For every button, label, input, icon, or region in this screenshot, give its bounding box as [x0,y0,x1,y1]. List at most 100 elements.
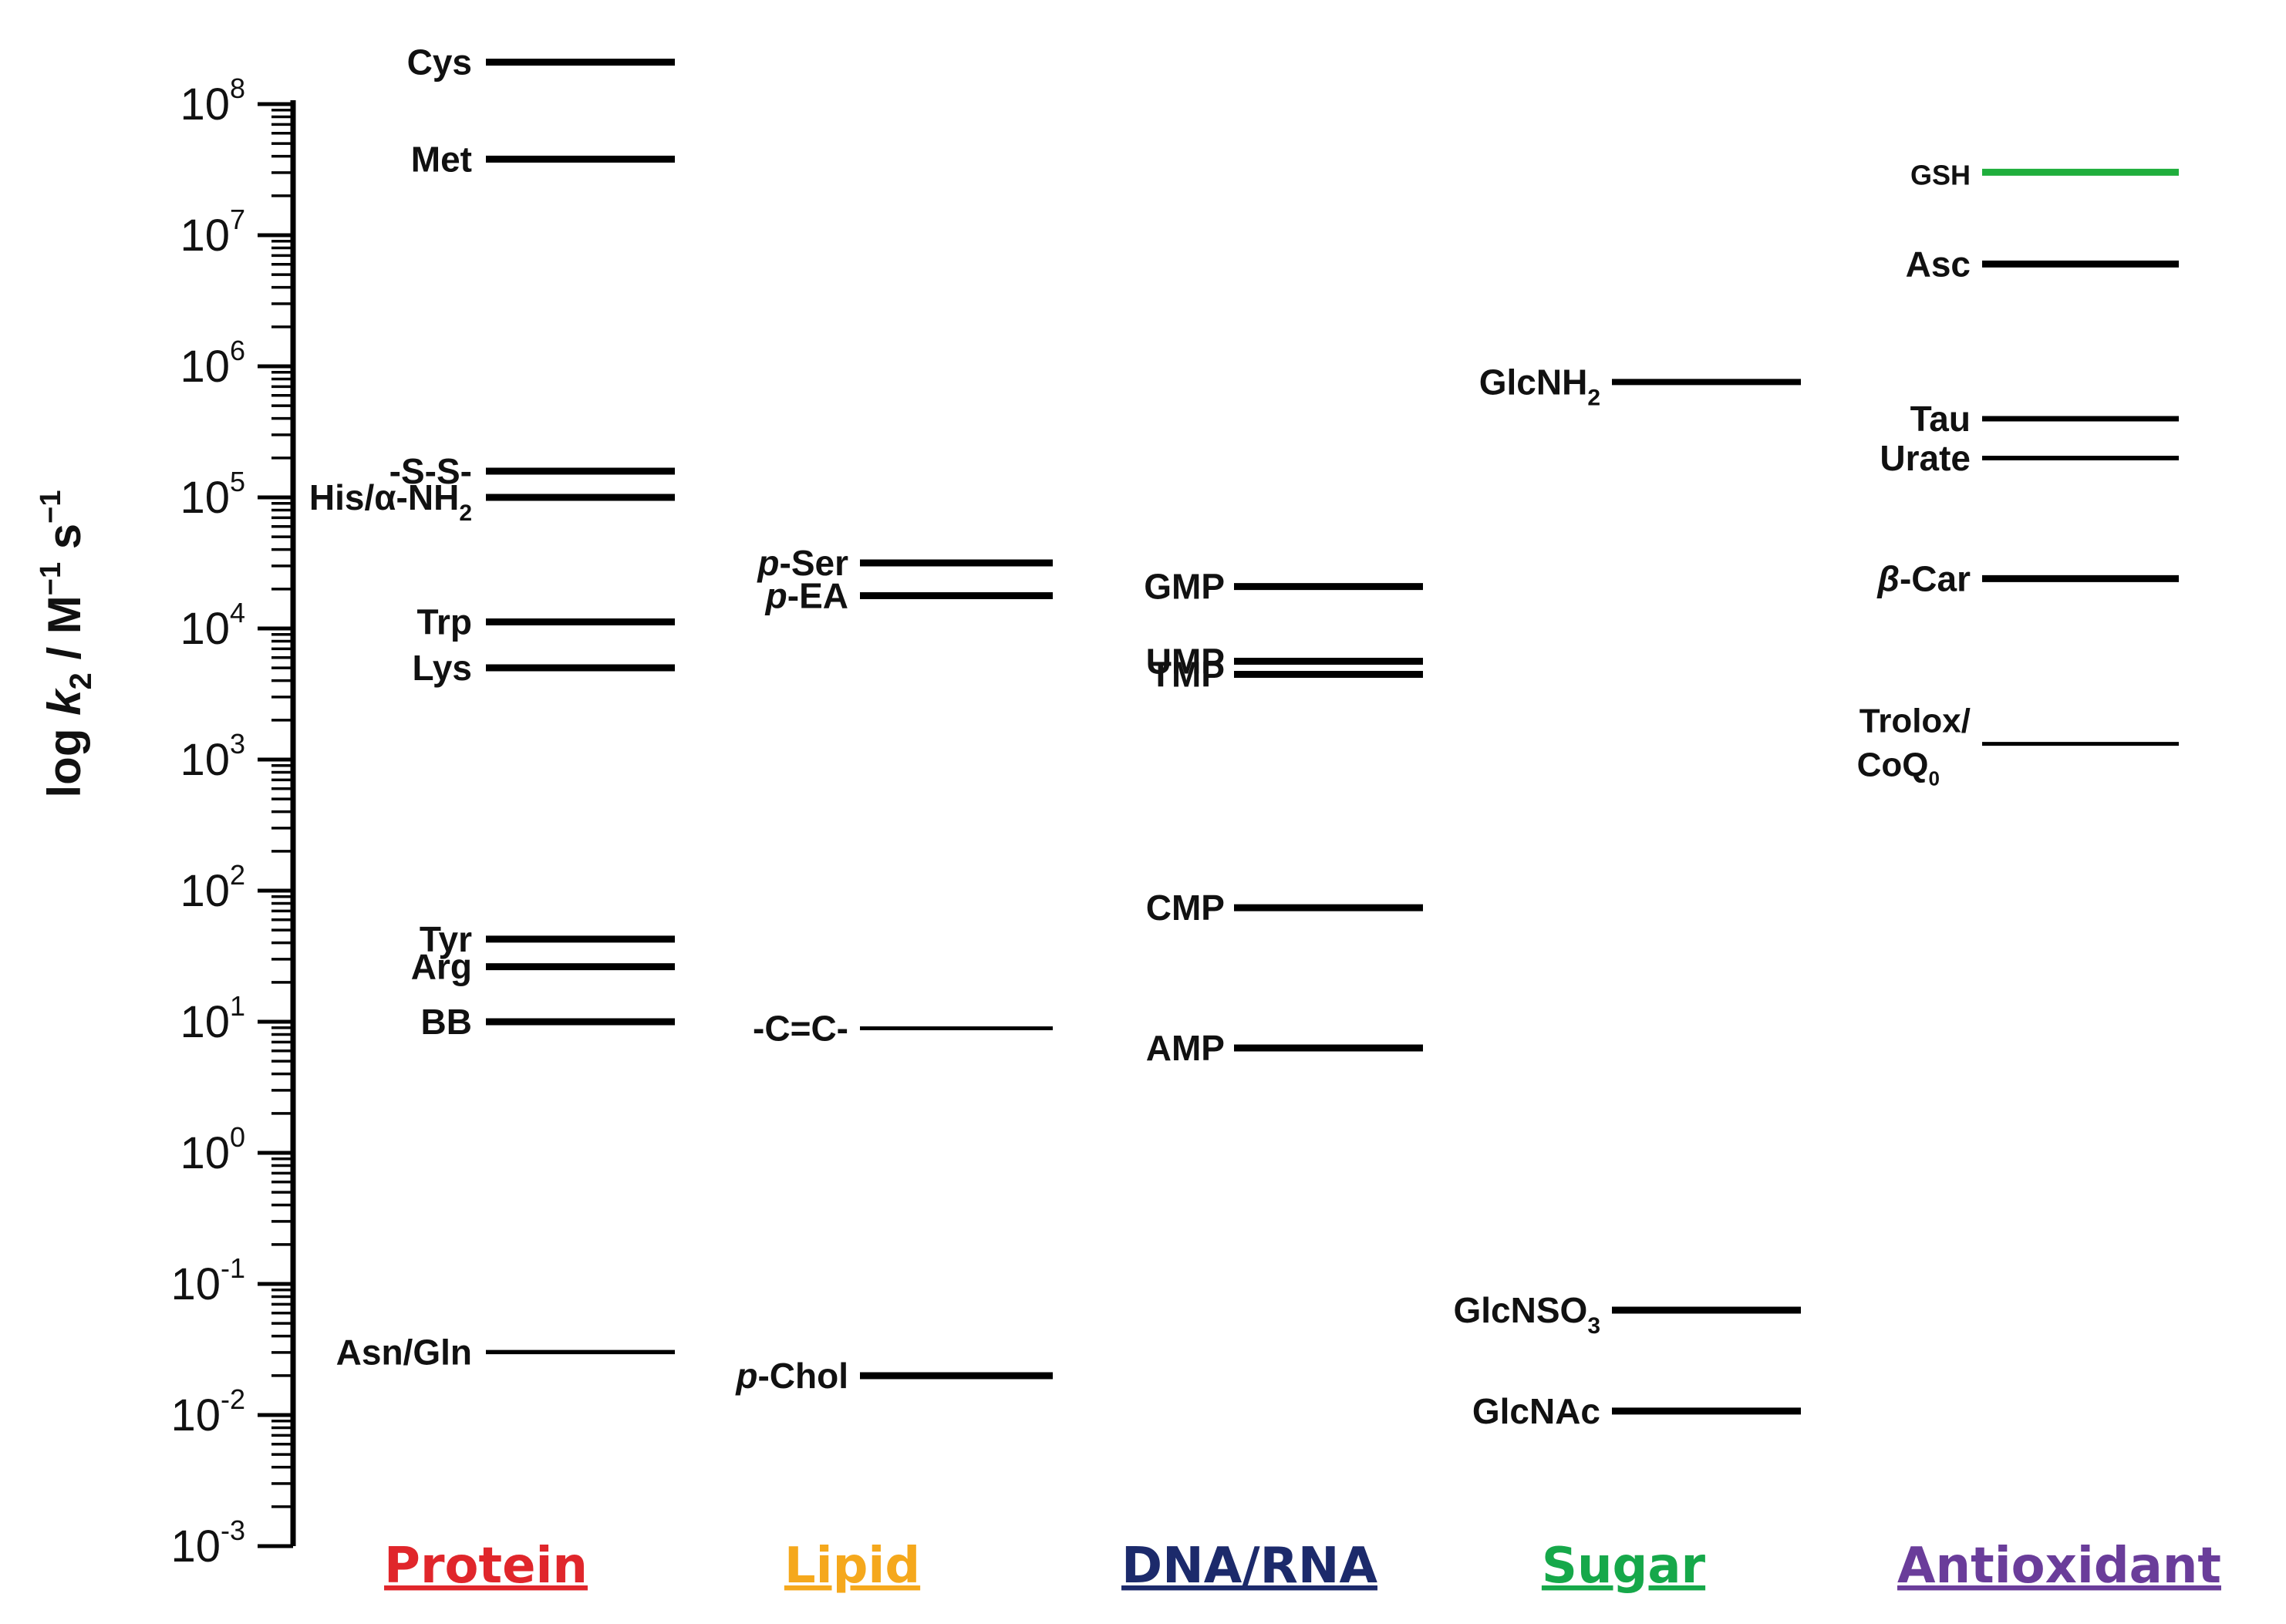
y-tick-label: 105 [180,466,245,523]
y-tick-exponent: 4 [230,597,245,628]
data-label: Met [411,139,472,179]
data-label-sub: 2 [1587,385,1600,410]
y-tick-exponent: 7 [230,204,245,235]
y-tick-label: 103 [180,728,245,785]
category-labels: Protein Lipid DNA/RNA Sugar Antioxidant [384,1538,2221,1595]
data-label: Tau [1910,399,1971,439]
y-tick-exponent: -1 [221,1252,245,1284]
category-label: DNA/RNA [1121,1538,1377,1595]
data-label-sub: 3 [1587,1313,1600,1339]
y-tick-base: 10 [180,604,230,654]
data-label: GlcNH2 [1479,362,1600,410]
data-label-main: His/α-NH [309,477,459,517]
ytitle-m-exp: −1 [35,562,67,595]
data-label-main: GlcNSO [1453,1290,1587,1330]
data-label: GlcNAc [1472,1391,1600,1431]
data-label-sub: 0 [1929,767,1940,790]
y-tick-base: 10 [180,79,230,130]
data-label: Tyr [420,919,472,959]
category-label: Protein [384,1538,588,1595]
y-tick-label: 107 [180,204,245,261]
data-label: p-Ser [756,543,848,583]
y-tick-base: 10 [180,342,230,392]
y-tick-exponent: -2 [221,1383,245,1415]
y-tick-base: 10 [170,1259,221,1309]
data-label: Asn/Gln [336,1332,472,1372]
y-tick-base: 10 [180,997,230,1047]
y-tick-exponent: 1 [230,990,245,1022]
y-tick-label: 106 [180,335,245,392]
y-tick-base: 10 [180,211,230,261]
plot-area: CysMet-S-S-His/α-NH2TrpLysTyrArgBBAsn/Gl… [309,42,2179,1431]
data-label: CMP [1146,888,1225,928]
data-label-italic: p [734,1356,757,1396]
ytitle-prefix: log [39,716,90,798]
y-tick-exponent: -3 [221,1514,245,1546]
y-tick-base: 10 [180,1128,230,1178]
data-label: GMP [1144,567,1225,607]
y-tick-label: 10-2 [170,1383,245,1440]
data-label-main: GlcNH [1479,362,1588,402]
data-label: BB [421,1002,472,1042]
y-axis-title-text: log k2 / M−1 s−1 [35,490,98,798]
y-tick-label: 10-1 [170,1252,245,1309]
data-label: Trp [416,602,472,642]
y-tick-exponent: 2 [230,859,245,891]
data-label: GSH [1910,159,1971,190]
y-tick-exponent: 0 [230,1121,245,1153]
ytitle-s-exp: −1 [35,490,67,524]
y-tick-label: 101 [180,990,245,1047]
data-label: Urate [1880,438,1971,478]
data-label: p-EA [764,576,848,616]
data-label: His/α-NH2 [309,477,472,526]
y-axis-title: log k2 / M−1 s−1 [35,490,98,798]
ytitle-k: k [39,688,90,716]
data-label-main: CoQ [1857,746,1929,784]
y-tick-exponent: 3 [230,728,245,760]
data-label: Asc [1906,244,1971,284]
category-label: Antioxidant [1897,1538,2221,1595]
data-label: -S-S- [389,451,472,491]
data-label: UMP [1146,642,1225,682]
y-tick-exponent: 8 [230,72,245,104]
data-label-sub: 2 [459,500,472,526]
y-tick-base: 10 [180,473,230,523]
y-tick-label: 100 [180,1121,245,1178]
data-label: AMP [1146,1028,1225,1068]
data-label-main: -Chol [757,1356,848,1396]
data-label: Trolox/ [1859,702,1971,740]
data-label: TMP [1150,655,1225,695]
data-label-italic: p [756,543,779,583]
y-tick-base: 10 [170,1521,221,1572]
data-label-main: -Ser [780,543,849,583]
y-tick-label: 102 [180,859,245,916]
y-tick-label: 104 [180,597,245,654]
data-label: GlcNSO3 [1453,1290,1600,1339]
data-label: CoQ0 [1857,746,1940,790]
y-tick-label: 108 [180,72,245,130]
data-label-italic: p [764,576,787,616]
y-tick-base: 10 [180,735,230,785]
data-label: p-Chol [734,1356,848,1396]
ytitle-k-sub: 2 [64,672,98,689]
category-label: Sugar [1542,1538,1706,1595]
data-label: β-Car [1876,558,1971,598]
y-tick-base: 10 [170,1390,221,1440]
y-tick-exponent: 6 [230,335,245,366]
category-label: Lipid [784,1538,920,1595]
data-label: Cys [407,42,472,83]
y-tick-exponent: 5 [230,466,245,497]
data-label: Lys [412,648,472,688]
data-label: Arg [411,947,472,987]
ytitle-unit: / M [39,595,90,672]
data-label: -C=C- [753,1009,848,1049]
y-tick-base: 10 [180,866,230,916]
y-tick-label: 10-3 [170,1514,245,1572]
